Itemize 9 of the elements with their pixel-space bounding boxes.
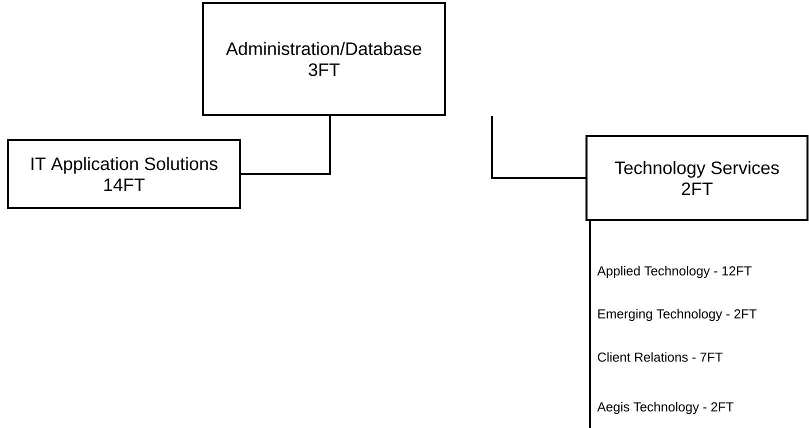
connector-line bbox=[491, 116, 586, 179]
list-item: Applied Technology - 12FT bbox=[597, 266, 752, 278]
list-item: Emerging Technology - 2FT bbox=[598, 308, 757, 322]
org-box: Administration/Database 3FT bbox=[202, 2, 446, 116]
list-item: Client Relations - 7FT bbox=[598, 352, 723, 362]
connector-line bbox=[241, 116, 331, 175]
org-box: Technology Services 2FT bbox=[586, 135, 808, 221]
list-item: Aegis Technology - 2FT bbox=[597, 402, 734, 414]
org-box: IT Application Solutions 14FT bbox=[7, 139, 241, 209]
